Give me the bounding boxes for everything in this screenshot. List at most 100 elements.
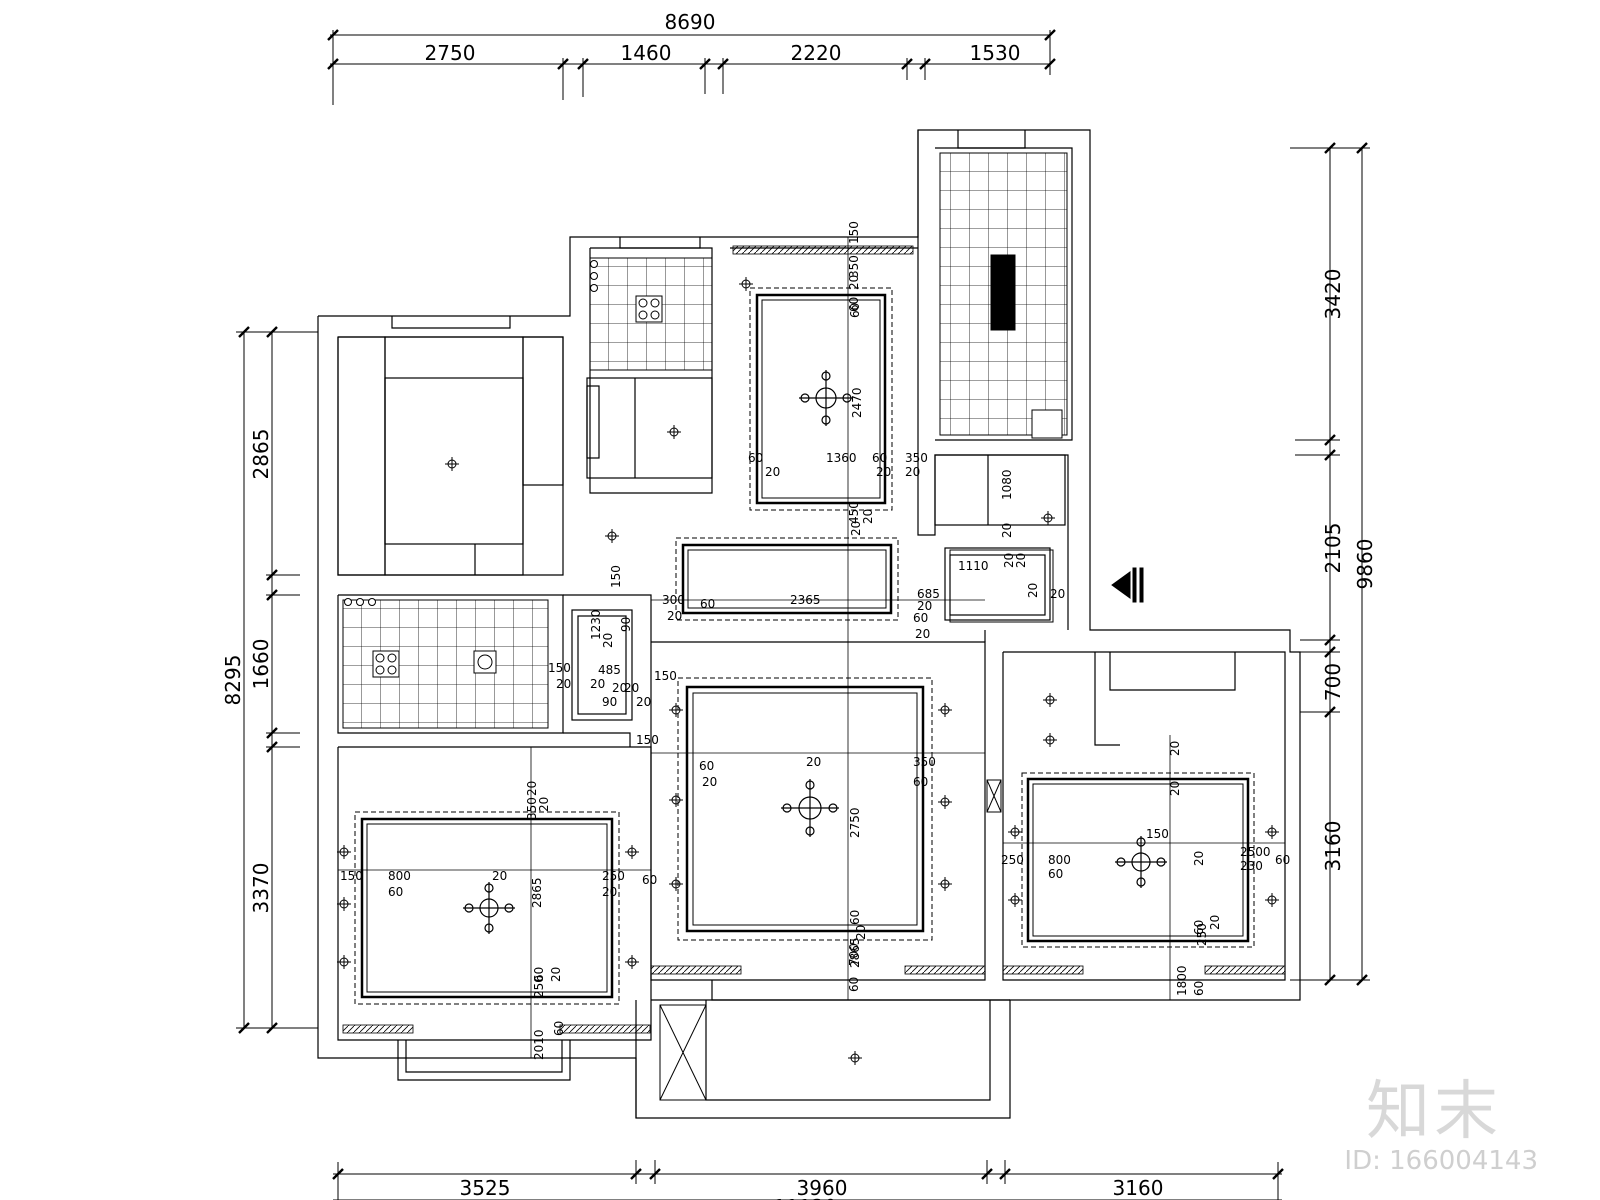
ceiling-label: 20 xyxy=(537,797,551,812)
right-dimension-2: 2105 xyxy=(1321,523,1345,574)
ceiling-label: 20 xyxy=(492,869,507,883)
downlight-icon xyxy=(625,845,639,859)
ceiling-label: 1080 xyxy=(1000,469,1014,500)
ceiling-label: 60 xyxy=(1275,853,1290,867)
ceiling-label: 2865 xyxy=(530,877,544,908)
ceiling-label: 20 xyxy=(636,695,651,709)
top-dimension-2: 1460 xyxy=(621,41,672,65)
left-dimensions xyxy=(236,326,318,1034)
downlight-icon xyxy=(605,529,619,543)
ceiling-label: 60 xyxy=(748,451,763,465)
left-dimension-1: 2865 xyxy=(249,429,273,480)
downlight-icon xyxy=(1043,693,1057,707)
ceiling-label: 20 xyxy=(765,465,780,479)
ceiling-label: 20 xyxy=(624,681,639,695)
ceiling-label: 250 xyxy=(1195,923,1209,946)
ceiling-label: 60 xyxy=(848,303,862,318)
ceiling-label: 2865 xyxy=(848,937,862,968)
ceiling-label: 450 xyxy=(847,501,861,524)
ceiling-label: 60 xyxy=(848,910,862,925)
downlight-icon xyxy=(938,877,952,891)
centerlines xyxy=(338,237,1285,1058)
ceiling-label: 20 xyxy=(1026,583,1040,598)
chandelier-left-bedroom xyxy=(463,882,515,934)
hatched-beams xyxy=(342,245,1286,1034)
ceiling-label: 300 xyxy=(662,593,685,607)
downlight-icon xyxy=(669,877,683,891)
ceiling-label: 700 xyxy=(847,943,861,966)
ceiling-label: 20 xyxy=(1050,587,1065,601)
watermark-id: ID: 166004143 xyxy=(1344,1146,1538,1176)
downlight-icon xyxy=(848,1051,862,1065)
ceiling-label: 60 xyxy=(913,611,928,625)
downlight-icon xyxy=(337,897,351,911)
ceiling-label: 60 xyxy=(700,597,715,611)
downlight-icon xyxy=(337,955,351,969)
ceiling-label: 2365 xyxy=(790,593,821,607)
downlight-icon xyxy=(445,457,459,471)
ceiling-label: 60 xyxy=(847,297,861,312)
ceiling-label: 20 xyxy=(1014,553,1028,568)
ceiling-label: 150 xyxy=(1146,827,1169,841)
fixtures xyxy=(344,260,663,678)
ceiling-label: 60 xyxy=(388,885,403,899)
ceiling-label: 20 xyxy=(590,677,605,691)
downlight-icon xyxy=(625,955,639,969)
ceiling-label: 20 xyxy=(1192,851,1206,866)
ceiling-label: 60 xyxy=(1192,981,1206,996)
downlight-icon xyxy=(1041,511,1055,525)
bottom-dimension-3: 3160 xyxy=(1113,1176,1164,1200)
ceiling-label: 685 xyxy=(917,587,940,601)
downlight-icon xyxy=(669,703,683,717)
walls xyxy=(317,129,1301,1119)
ceiling-label: 20 xyxy=(602,885,617,899)
top-dimension-3: 2220 xyxy=(791,41,842,65)
top-dimension-1: 2750 xyxy=(425,41,476,65)
ceiling-label: 485 xyxy=(598,663,621,677)
ceiling-label: 150 xyxy=(609,565,623,588)
right-dimension-4: 3160 xyxy=(1321,821,1345,872)
ceiling-label: 2470 xyxy=(850,387,864,418)
downlight-icon xyxy=(1043,733,1057,747)
ceiling-label: 60 xyxy=(552,1021,566,1036)
ceiling-frames xyxy=(354,287,1255,1005)
top-dimension-4: 1530 xyxy=(970,41,1021,65)
ceiling-label: 60 xyxy=(642,873,657,887)
ceiling-label: 350 xyxy=(913,755,936,769)
ceiling-label: 150 xyxy=(548,661,571,675)
ceiling-label: 20 xyxy=(702,775,717,789)
balcony-drain-icon xyxy=(659,779,1002,1101)
ceiling-label: 800 xyxy=(388,869,411,883)
downlight-icon xyxy=(739,277,753,291)
ceiling-label: 20 xyxy=(1168,781,1182,796)
ceiling-label: 2750 xyxy=(848,807,862,838)
ceiling-label: 1230 xyxy=(589,609,603,640)
ceiling-label: 20 xyxy=(917,599,932,613)
right-dimension-3: 700 xyxy=(1321,663,1345,701)
downlight-icon xyxy=(1265,893,1279,907)
ceiling-label: 1360 xyxy=(826,451,857,465)
ceiling-label: 20 xyxy=(861,509,875,524)
ceiling-label: 90 xyxy=(619,617,633,632)
ceiling-label: 60 xyxy=(699,759,714,773)
ceiling-label: 20 xyxy=(849,521,863,536)
ceiling-label: 60 xyxy=(532,967,546,982)
downlight-icon xyxy=(938,795,952,809)
ceiling-label: 20 xyxy=(905,465,920,479)
ceiling-label: 1110 xyxy=(958,559,989,573)
ceiling-label: 20 xyxy=(876,465,891,479)
ceiling-label: 2010 xyxy=(532,1029,546,1060)
ceiling-label: 150 xyxy=(636,733,659,747)
ceiling-label: 20 xyxy=(1000,523,1014,538)
ceiling-label: 350 xyxy=(905,451,928,465)
ceiling-label: 60 xyxy=(1048,867,1063,881)
ceiling-label: 230 xyxy=(1240,859,1263,873)
ceiling-label: 20 xyxy=(1002,553,1016,568)
light-fixtures xyxy=(463,370,1167,934)
ceiling-label: 150 xyxy=(654,669,677,683)
right-dimension-1: 3420 xyxy=(1321,269,1345,320)
downlight-icon xyxy=(1265,825,1279,839)
right-total-dimension: 9860 xyxy=(1353,539,1377,590)
